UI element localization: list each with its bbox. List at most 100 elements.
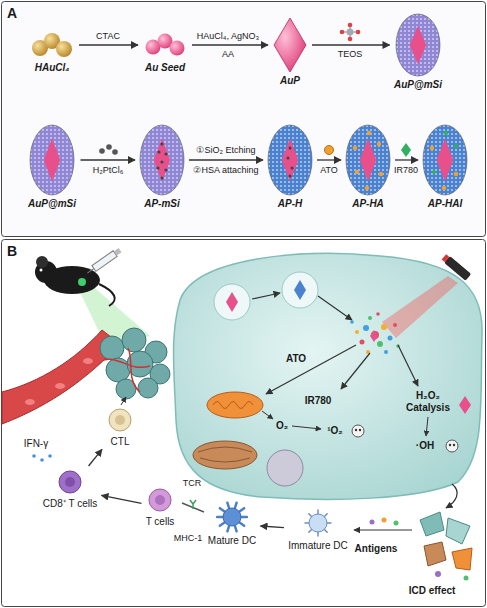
tumor-cell-part — [384, 350, 388, 354]
node-label: AP-HA — [352, 198, 384, 210]
mouse-part — [40, 269, 43, 272]
cell-icon-part — [146, 486, 174, 514]
icd-debris-part — [446, 518, 470, 544]
annotation-label: IFN-γ — [24, 438, 48, 450]
annotation-label: TCR — [183, 478, 202, 489]
icd-debris — [354, 484, 472, 581]
particle-icon-part — [345, 124, 391, 196]
cell-icon — [56, 468, 84, 496]
process-arrow — [79, 44, 138, 45]
particle-icon-part — [139, 124, 185, 196]
panel-letter: B — [7, 243, 17, 260]
annotation-label: TEOS — [338, 49, 363, 60]
process-arrow — [89, 449, 102, 466]
particle-node: AP-H — [265, 124, 315, 210]
particle-icon — [142, 30, 188, 60]
particle-icon-part-part — [274, 18, 306, 72]
particle-icon-part-part — [287, 157, 290, 160]
mouse-part-part — [114, 248, 122, 256]
particle-icon-part-part — [432, 169, 437, 175]
mouse-part — [36, 256, 48, 268]
particle-icon-part-part — [164, 152, 167, 155]
tcr-mhc-contact — [182, 500, 204, 512]
cell-icon-part-part — [59, 471, 81, 493]
tumor-cell-part — [355, 429, 357, 431]
process-arrow — [192, 44, 268, 45]
particle-node: HAuCl₄ — [27, 30, 77, 74]
particle-node: AP-HAI — [420, 124, 470, 210]
icd-debris-part — [424, 542, 446, 566]
cell-node: T cells — [144, 486, 177, 528]
tumor-mass-part — [104, 348, 150, 392]
particle-icon-part-part — [170, 41, 185, 56]
process-arrow — [395, 159, 418, 160]
annotation-label: MHC-1 — [174, 533, 203, 544]
tumor-cell-part — [368, 316, 372, 320]
tcr-mhc-contact-part — [190, 500, 196, 509]
tumor-cell-part — [381, 324, 387, 330]
tumor-cell-part — [377, 341, 383, 347]
node-label: T cells — [146, 516, 175, 528]
particle-icon-part-part — [30, 125, 74, 195]
particle-icon-part-part — [289, 147, 292, 150]
particle-icon-part-part — [157, 150, 160, 153]
annotation-label: ICD effect — [409, 585, 456, 597]
process-arrow — [261, 526, 285, 528]
cell-icon-part — [106, 406, 134, 434]
node-label: Au Seed — [145, 62, 185, 74]
panel-frame — [2, 2, 486, 237]
icd-debris-part — [464, 576, 469, 581]
tumor-cell-part — [363, 325, 369, 331]
tumor-cell-part — [441, 253, 471, 280]
particle-node: AP-HA — [343, 124, 393, 210]
particle-icon-part-part — [160, 142, 163, 145]
ifn-dots-part — [32, 454, 36, 458]
particle-icon — [29, 124, 75, 196]
particle-icon-part-part — [44, 138, 61, 181]
tumor-cell-part — [453, 444, 455, 446]
annotation-label: ATO — [320, 165, 338, 176]
tumor-cell-part — [393, 323, 397, 327]
annotation-label: IR780 — [305, 395, 332, 407]
pt-precursor-part — [112, 149, 118, 155]
tumor-cell-part — [282, 272, 318, 308]
particle-icon-part — [267, 124, 313, 196]
particle-icon — [422, 124, 468, 196]
particle-icon-part-part — [360, 138, 377, 181]
tumor-cell-part-part — [444, 256, 471, 281]
process-arrow — [102, 495, 142, 503]
tumor-cell-part — [292, 426, 321, 429]
cell-icon-part — [303, 508, 333, 538]
teos-molecule-part — [340, 30, 345, 35]
icd-debris-part — [354, 529, 412, 530]
particle-icon-part-part — [289, 175, 292, 178]
icd-debris-part — [452, 548, 472, 570]
mouse-part — [99, 284, 115, 306]
particle-icon-part-part — [268, 125, 312, 195]
particle-icon-part — [29, 124, 75, 196]
node-label: Mature DC — [208, 535, 256, 547]
icd-debris-part — [382, 518, 387, 523]
particle-icon-part-part — [410, 26, 427, 64]
tumor-cell-part — [318, 296, 352, 320]
particle-icon-part-part — [377, 142, 381, 146]
node-label: CTL — [111, 436, 130, 448]
teos-molecule-part — [348, 37, 353, 42]
tumor-mass-part — [121, 397, 126, 405]
tumor-mass-part — [122, 328, 146, 352]
annotation-label: H₂O₂ Catalysis — [401, 390, 455, 414]
blood-vessel-part — [55, 383, 65, 389]
tumor-cell-part — [341, 353, 370, 389]
particle-icon-part-part — [437, 138, 454, 181]
annotation-label: Antigens — [355, 543, 398, 555]
cell-icon — [303, 508, 333, 538]
tumor-cell-part — [382, 276, 458, 338]
annotation-label: O₂ — [276, 420, 288, 432]
ifn-dots-part — [40, 458, 44, 462]
cell-icon-part — [216, 501, 248, 533]
cell-icon-part-part — [109, 409, 131, 431]
tumor-cell-part — [213, 402, 253, 409]
annotation-label: ¹O₂ — [327, 425, 343, 437]
cell-icon-part-part — [155, 495, 165, 505]
tumor-cell-part — [262, 411, 273, 419]
